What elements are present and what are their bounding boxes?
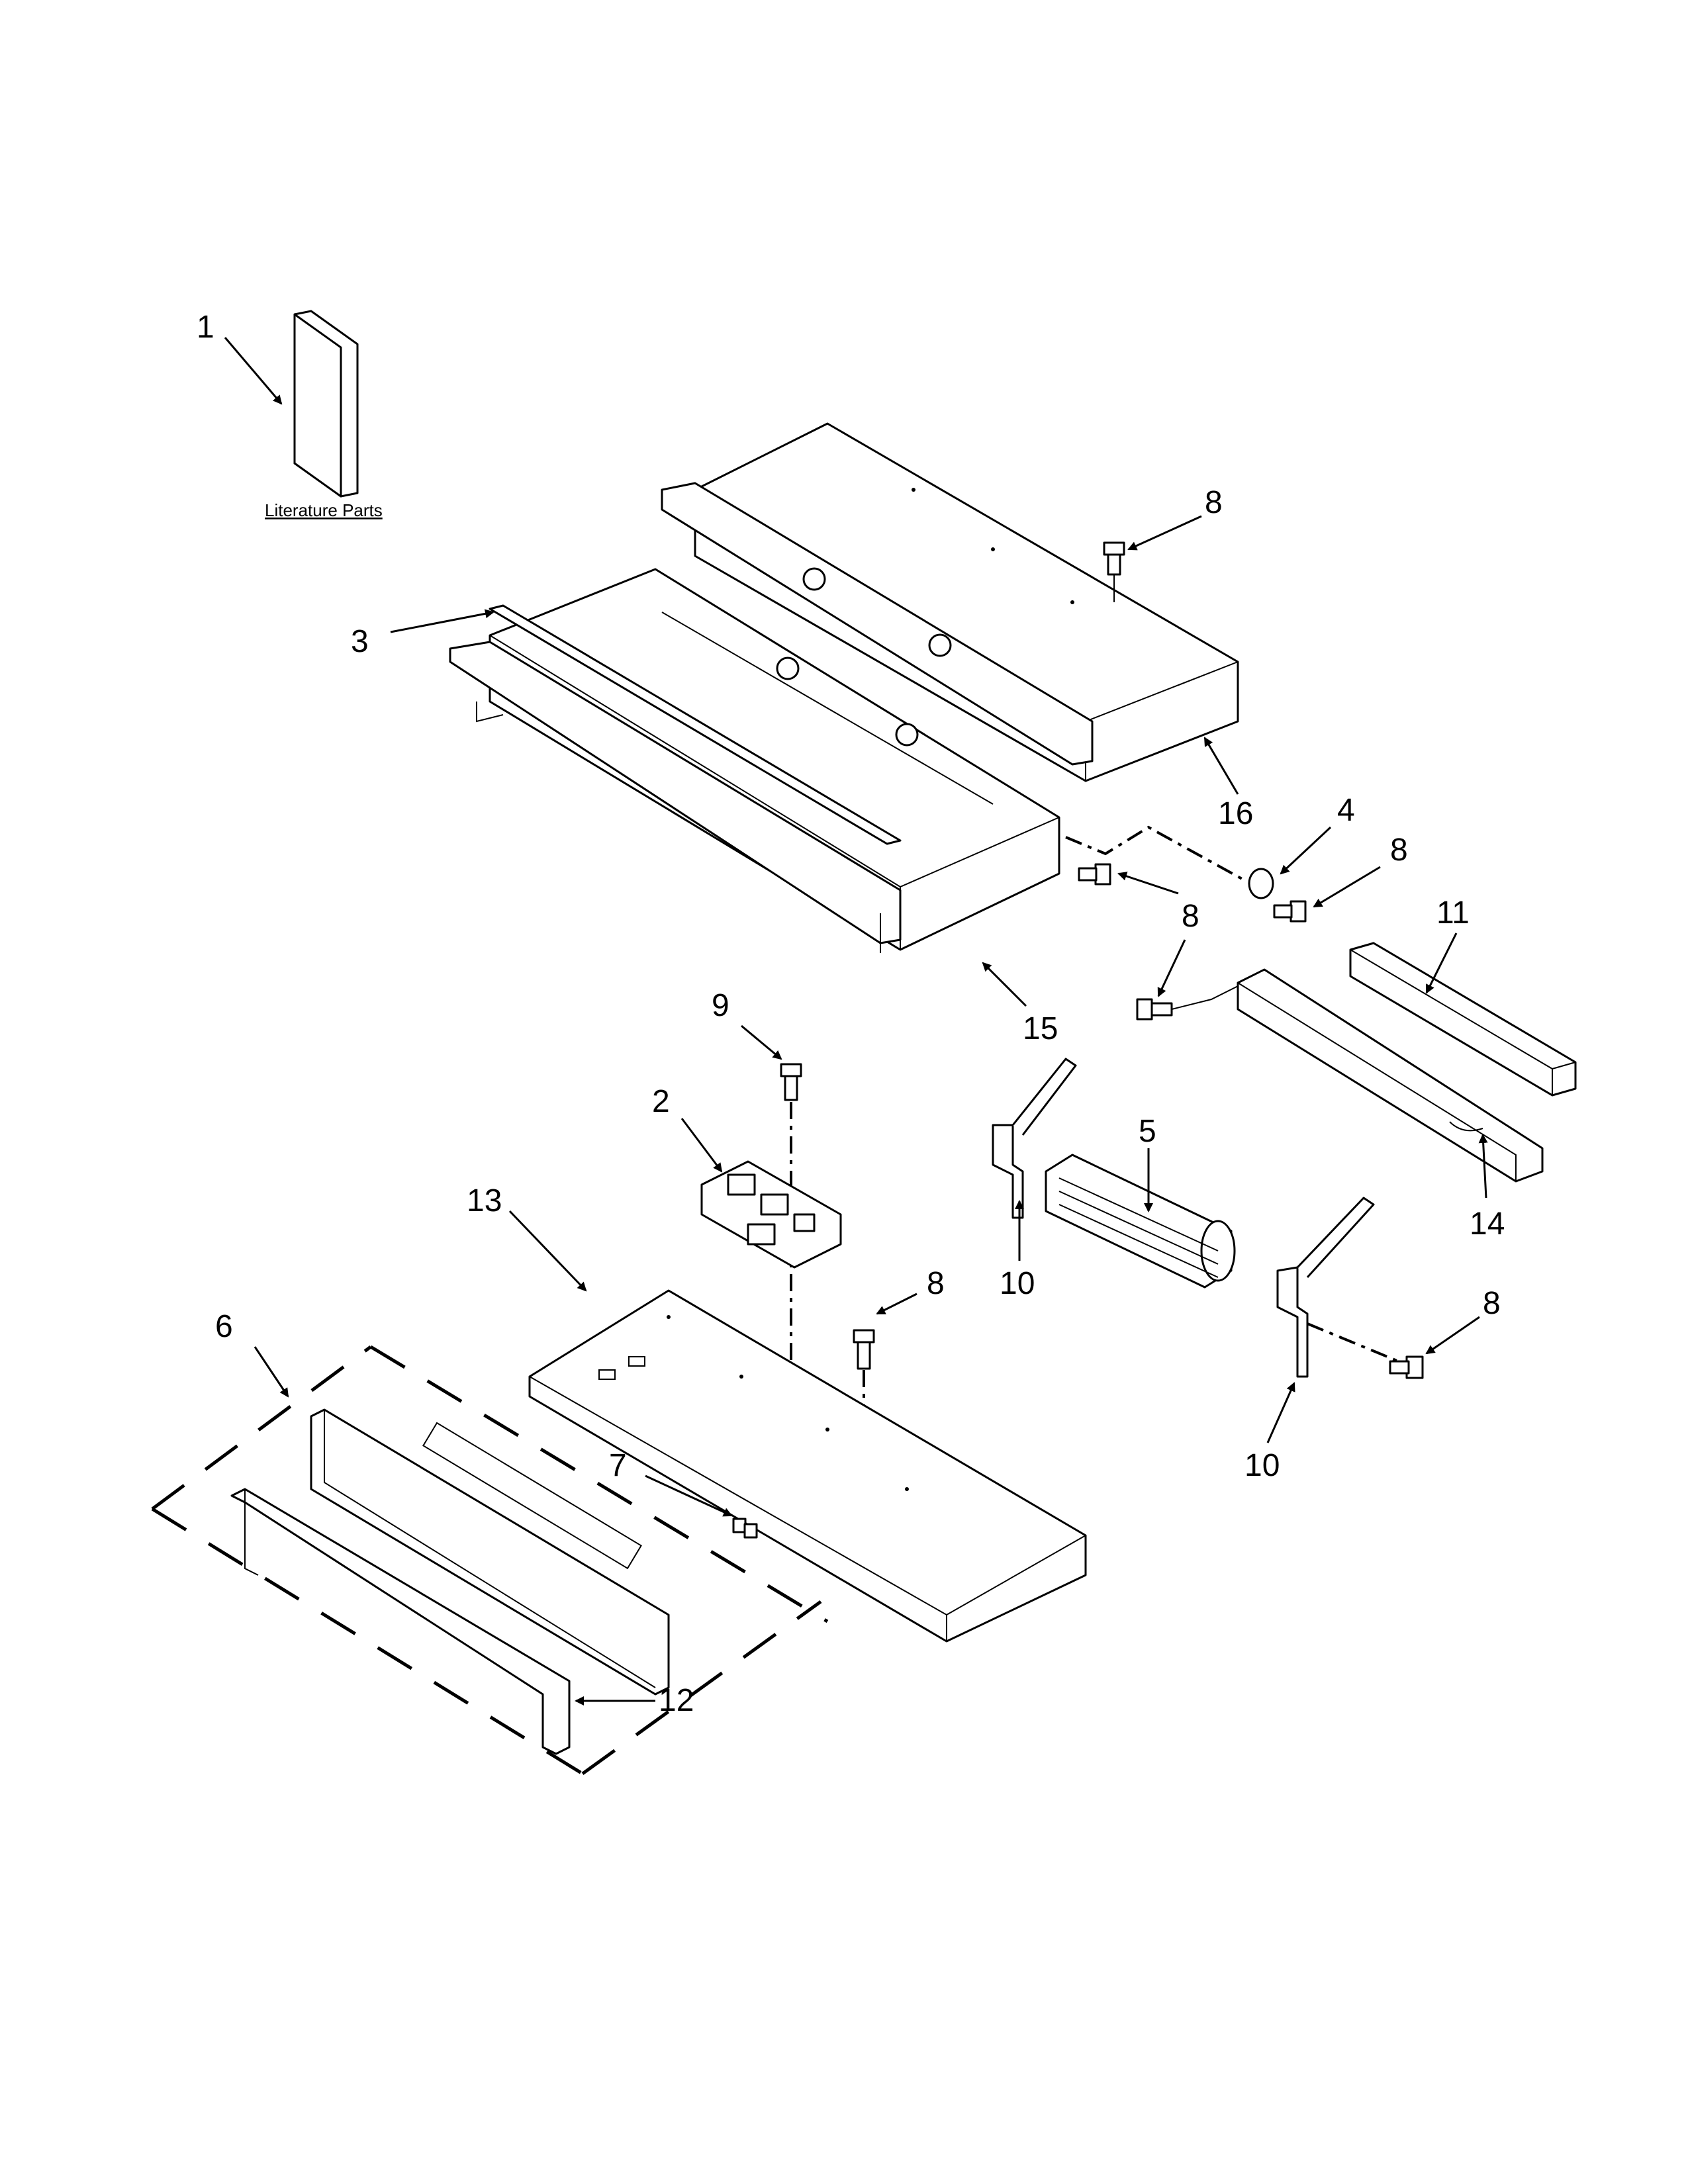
screw-icon [1389, 1355, 1424, 1379]
assembly-boundary [369, 1345, 829, 1623]
callout-8: 8 [1483, 1286, 1501, 1321]
callout-7: 7 [609, 1448, 627, 1483]
callout-9: 9 [712, 988, 729, 1023]
washer [1248, 868, 1274, 899]
callout-10: 10 [1000, 1266, 1035, 1301]
screw-icon [853, 1329, 875, 1370]
hinge-bracket [1276, 1197, 1375, 1378]
callout-3: 3 [351, 624, 369, 659]
screw-icon [1103, 541, 1125, 602]
top-panel-upper [661, 422, 1239, 782]
callout-10: 10 [1244, 1448, 1280, 1483]
callout-5: 5 [1139, 1114, 1156, 1149]
control-panel-base [528, 1289, 1087, 1643]
control-board [700, 1160, 842, 1269]
callout-16: 16 [1218, 796, 1253, 831]
assembly-path [1307, 1322, 1404, 1365]
assembly-boundary [581, 1600, 822, 1776]
screw-icon [1136, 985, 1239, 1021]
trim-strip [230, 1488, 571, 1755]
insulation-strip [1349, 942, 1577, 1097]
literature-booklet [293, 310, 359, 498]
callout-8: 8 [1182, 899, 1199, 934]
callout-15: 15 [1023, 1011, 1058, 1046]
callout-labels: 1 3 8 16 4 8 8 11 15 9 2 5 13 14 10 8 8 … [197, 310, 1505, 1718]
callout-13: 13 [467, 1183, 502, 1218]
front-panel [310, 1408, 670, 1696]
screw-icon [1273, 900, 1307, 923]
connector-clip [732, 1518, 758, 1539]
hinge-bracket [992, 1058, 1077, 1219]
screw-icon [1078, 863, 1111, 886]
assembly-boundary [151, 1345, 372, 1511]
assembly-boundary [151, 1507, 584, 1776]
seal-strip [489, 604, 902, 845]
callout-8: 8 [1205, 485, 1223, 520]
callout-4: 4 [1337, 793, 1355, 828]
top-panel-lower [449, 568, 1060, 953]
callout-12: 12 [659, 1683, 694, 1718]
callout-14: 14 [1470, 1206, 1505, 1242]
callout-11: 11 [1436, 895, 1470, 931]
assembly-path [1065, 825, 1245, 882]
mounting-bracket [1237, 968, 1544, 1183]
callout-8: 8 [1390, 833, 1408, 868]
literature-parts-label: Literature Parts [265, 500, 383, 520]
callout-8: 8 [927, 1266, 945, 1301]
callout-2: 2 [652, 1084, 670, 1119]
callout-1: 1 [197, 310, 214, 345]
blower-fan [1045, 1154, 1236, 1289]
screw-icon [780, 1063, 802, 1101]
callout-arrows [224, 337, 1488, 1706]
callout-6: 6 [215, 1309, 233, 1344]
